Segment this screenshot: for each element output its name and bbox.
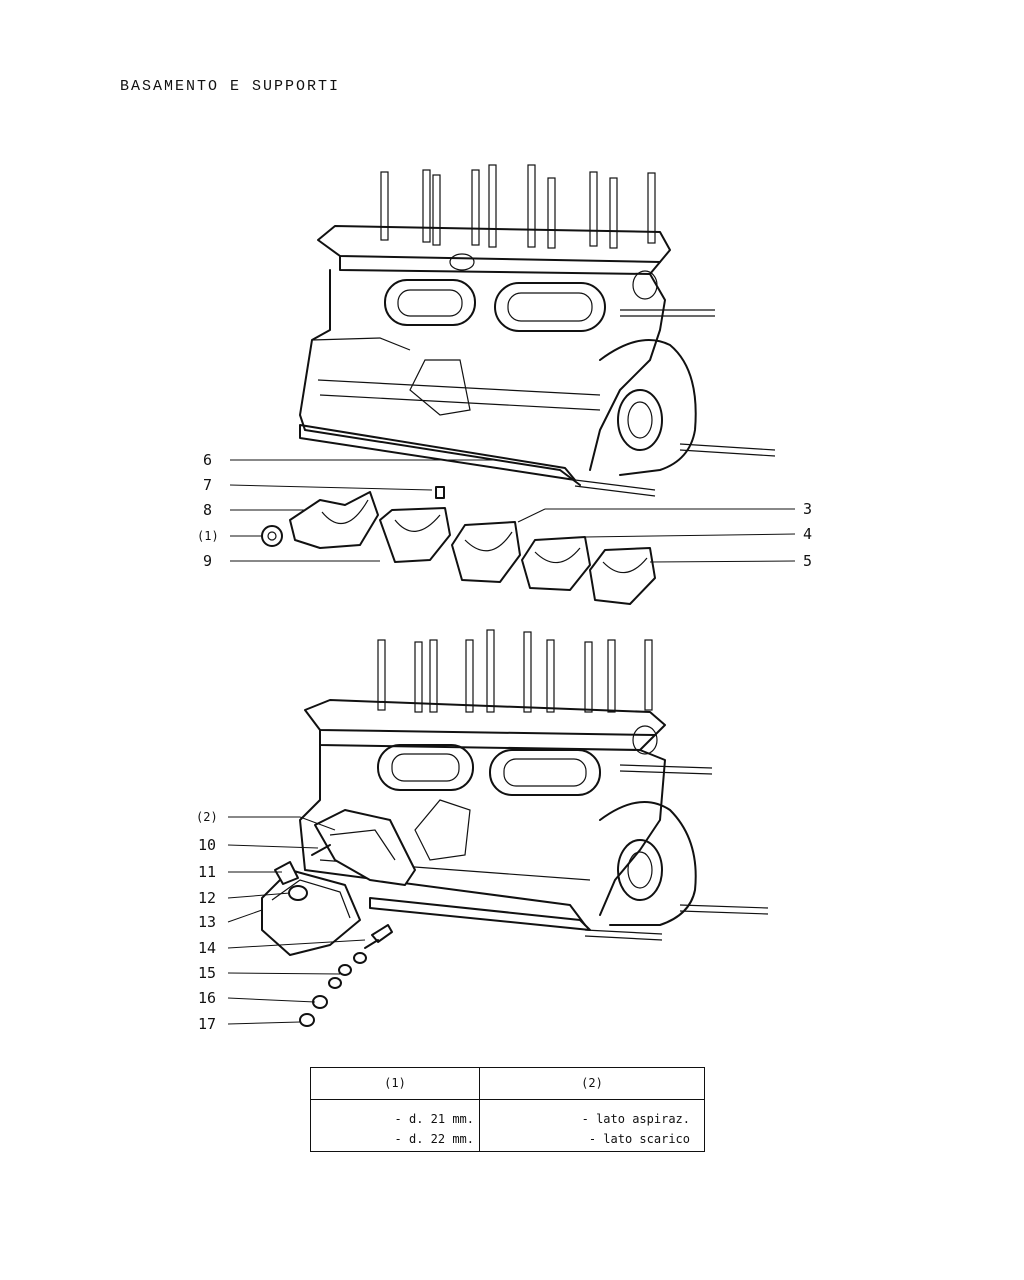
callout-8: 8 bbox=[203, 501, 212, 519]
callout-13: 13 bbox=[198, 913, 216, 931]
legend-cell-1-1: - d. 21 mm. bbox=[394, 1112, 474, 1126]
callout-2-ref: (2) bbox=[196, 810, 218, 824]
callout-1-ref: (1) bbox=[197, 529, 219, 543]
bearing-caps-top bbox=[261, 486, 656, 605]
leader-lines-top bbox=[229, 459, 796, 563]
callout-12: 12 bbox=[198, 889, 216, 907]
legend-cell-2-1: - lato aspiraz. bbox=[581, 1112, 690, 1126]
callouts-top: 6 7 8 (1) 9 3 4 5 bbox=[197, 451, 812, 570]
page-title: BASAMENTO E SUPPORTI bbox=[120, 78, 341, 95]
callout-4: 4 bbox=[803, 525, 812, 543]
engine-block-bottom bbox=[299, 629, 769, 941]
legend-divider bbox=[479, 1068, 480, 1151]
callout-10: 10 bbox=[198, 836, 216, 854]
callout-7: 7 bbox=[203, 476, 212, 494]
engine-block-top bbox=[299, 164, 776, 497]
callout-5: 5 bbox=[803, 552, 812, 570]
legend-header-1: (1) bbox=[384, 1076, 406, 1090]
callouts-bottom: (2) 10 11 12 13 14 15 16 17 bbox=[196, 810, 218, 1033]
legend-header-2: (2) bbox=[581, 1076, 603, 1090]
legend-table: (1) (2) - d. 21 mm. - d. 22 mm. - lato a… bbox=[310, 1067, 705, 1152]
legend-header-row bbox=[311, 1068, 704, 1100]
legend-cell-1-2: - d. 22 mm. bbox=[394, 1132, 474, 1146]
leader-lines-bottom bbox=[227, 816, 366, 1025]
engine-mount-parts bbox=[261, 809, 416, 1027]
callout-15: 15 bbox=[198, 964, 216, 982]
callout-9: 9 bbox=[203, 552, 212, 570]
callout-3: 3 bbox=[803, 500, 812, 518]
callout-14: 14 bbox=[198, 939, 216, 957]
callout-16: 16 bbox=[198, 989, 216, 1007]
legend-cell-2-2: - lato scarico bbox=[588, 1132, 690, 1146]
callout-17: 17 bbox=[198, 1015, 216, 1033]
callout-6: 6 bbox=[203, 451, 212, 469]
callout-11: 11 bbox=[198, 863, 216, 881]
